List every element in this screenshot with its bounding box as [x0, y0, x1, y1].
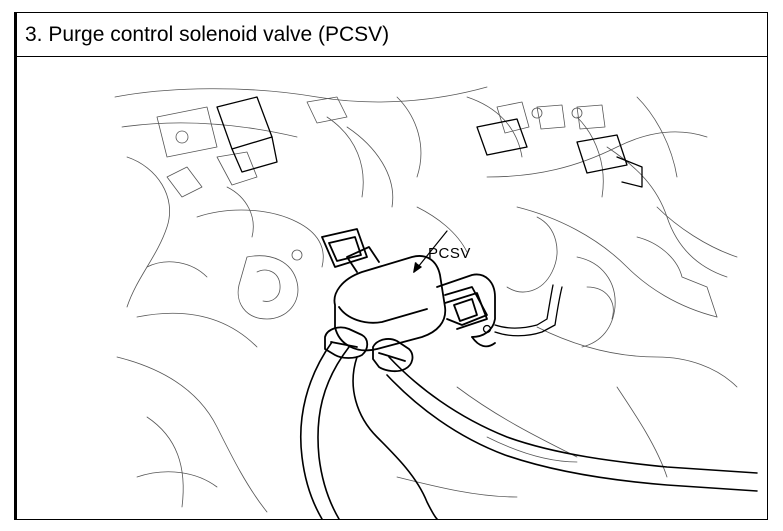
pcsv-body[interactable]: [321, 228, 496, 373]
pcsv-wiring: [482, 284, 563, 337]
engine-diagram: PCSV: [17, 57, 767, 519]
background-connectors: [216, 96, 643, 188]
figure-frame: 3. Purge control solenoid valve (PCSV): [14, 12, 768, 520]
engine-bay-illustration: [114, 86, 758, 519]
background-engine-lines: [114, 86, 738, 513]
section-title: 3. Purge control solenoid valve (PCSV): [17, 13, 767, 57]
callout-arrowhead: [413, 262, 422, 273]
pcsv-callout-label: PCSV: [428, 245, 471, 262]
vacuum-hoses: [299, 341, 758, 519]
